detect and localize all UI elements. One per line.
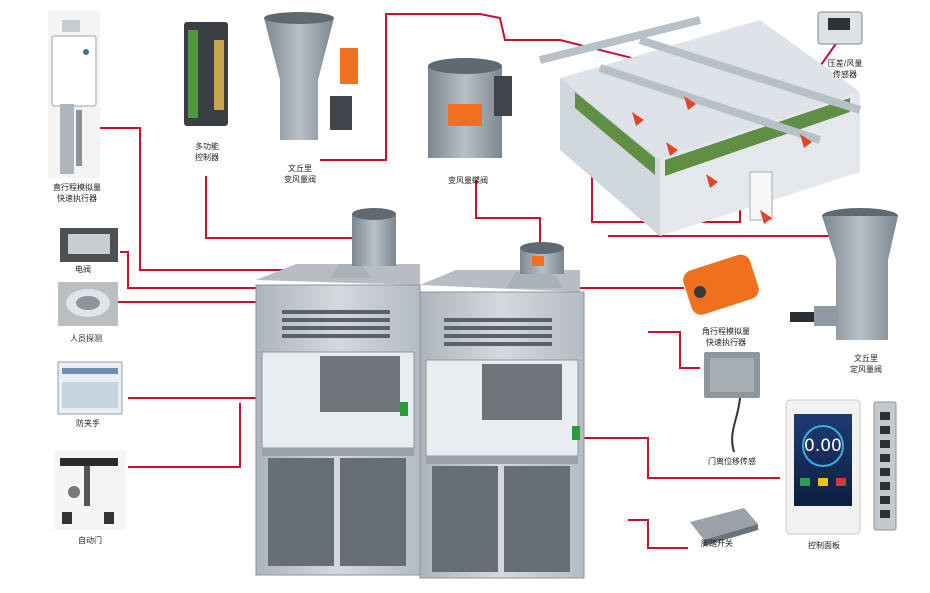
connector-lines [100,13,860,549]
connector-panel [580,437,780,479]
multi-controller-image [184,22,228,126]
label-multi-controller: 多功能控制器 [195,142,219,162]
connector-foot [628,519,688,549]
control-panel-readout: 0.00 [804,436,842,456]
venturi-vav-image [264,12,358,140]
label-person-detect: 人员探测 [70,334,102,343]
connector-sash-sensor [128,403,241,468]
anti-pinch-image [57,361,123,415]
connector-venturi-vav [320,13,661,161]
label-venturi-cav: 文丘里定风量阀 [850,354,882,374]
vav-butterfly-image [428,58,512,158]
venturi-cav-image [790,208,898,340]
pressure-sensor-image [817,11,863,45]
label-foot-switch: 脚踏开关 [701,539,733,548]
label-angular-actuator: 角行程模拟量快速执行器 [702,327,750,347]
connector-multi-controller [205,176,360,239]
room-model-image [539,16,862,236]
label-light: 电阀 [75,265,91,274]
light-image [60,228,118,262]
auto-door-image [54,450,126,530]
connector-sash [648,331,700,369]
sash-sensor-image [704,352,760,453]
connector-light [120,251,296,289]
label-sash-sensor: 门离位移传感 [708,457,756,466]
label-linear-actuator: 直行程模拟量快速执行器 [53,183,101,203]
foot-switch-image [690,508,758,546]
angular-actuator-image [683,254,759,315]
connector-vav-butterfly [475,180,541,244]
fume-hood-right [419,242,585,579]
connector-linear-actuator [100,127,300,271]
label-venturi-vav: 文丘里变风量阀 [284,164,316,184]
label-auto-door: 自动门 [78,536,102,545]
label-control-panel: 控制面板 [808,541,840,550]
label-anti-pinch: 防夹手 [76,419,100,428]
person-detect-image [58,282,118,326]
fume-hood-left [255,208,421,576]
linear-actuator-image [48,10,100,178]
label-pressure-sensor: 压差/风量传感器 [827,59,863,79]
control-panel-image [785,399,897,535]
label-vav-butterfly: 变风量蝶阀 [448,176,488,185]
